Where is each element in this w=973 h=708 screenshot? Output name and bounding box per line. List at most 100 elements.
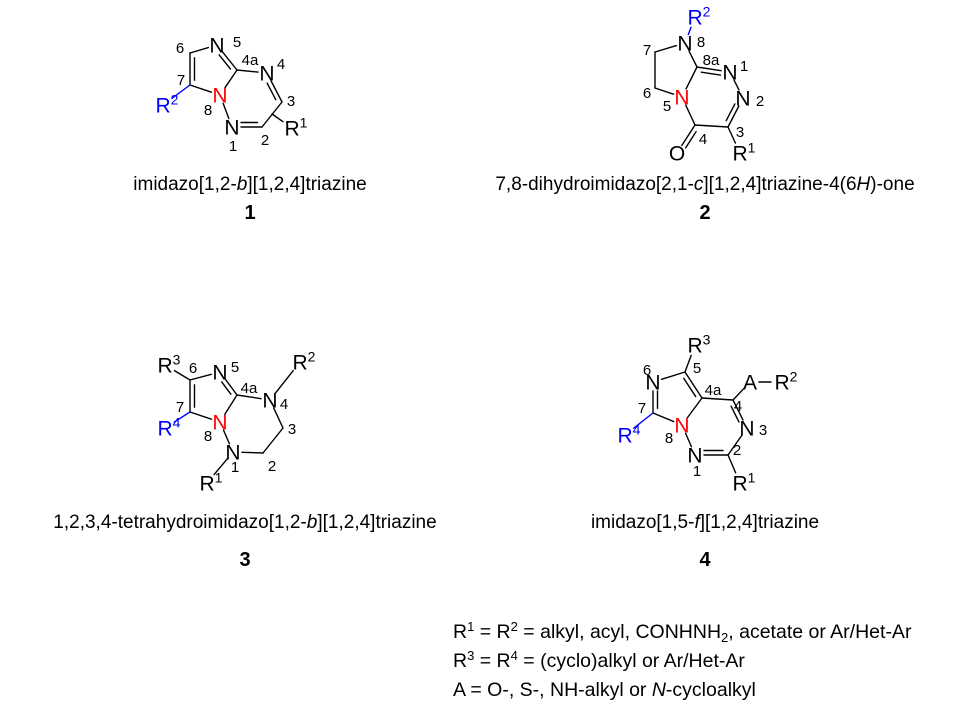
compound-name: imidazo[1,5-f][1,2,4]triazine <box>591 512 819 533</box>
double-bond-line <box>221 381 232 395</box>
bond <box>732 399 744 421</box>
double-bond-line <box>683 377 697 398</box>
bond <box>654 87 675 95</box>
atom-label: N <box>677 33 692 56</box>
bond <box>189 46 210 54</box>
bond <box>262 427 284 454</box>
atom-superscript: 1 <box>748 140 756 156</box>
legend-text: 4 <box>510 648 518 663</box>
compound-name: 1,2,3,4-tetrahydroimidazo[1,2-b][1,2,4]t… <box>53 512 436 533</box>
atom-label: N <box>212 362 227 385</box>
atom-label: N <box>225 442 240 465</box>
atom-symbol: R <box>775 372 790 395</box>
atom-label: N <box>674 415 689 438</box>
bond <box>173 369 191 381</box>
bond <box>685 104 696 126</box>
atom-label: N <box>209 35 224 58</box>
atom-superscript: 1 <box>300 115 308 131</box>
compound-name-part: ][1,2,4]triazine <box>700 512 819 533</box>
bond <box>224 394 238 416</box>
legend-text: , acetate or Ar/Het-Ar <box>728 621 912 643</box>
atom-label: R1 <box>285 115 308 141</box>
bond <box>654 44 678 53</box>
ring-locant: 4a <box>242 52 259 69</box>
ring-locant: 5 <box>663 98 671 115</box>
bond <box>222 102 230 120</box>
atom-label: N <box>687 445 702 468</box>
ring-locant: 7 <box>638 400 646 417</box>
legend-text: 3 <box>467 648 475 663</box>
bond <box>171 84 191 100</box>
atom-symbol: R <box>293 352 308 375</box>
bond <box>236 394 262 400</box>
bond <box>687 26 692 36</box>
atom-label: N <box>674 87 689 110</box>
atom-label: N <box>735 88 750 111</box>
atom-label: N <box>645 372 660 395</box>
atom-label: R4 <box>158 415 181 441</box>
atom-symbol: N <box>687 445 702 468</box>
atom-label: R2 <box>775 369 798 395</box>
bond <box>688 50 698 68</box>
double-bond-line <box>266 82 277 101</box>
atom-symbol: R <box>688 335 703 358</box>
double-bond-line <box>730 405 740 423</box>
ring-locant: 8a <box>703 52 720 69</box>
atom-superscript: 2 <box>308 349 316 365</box>
compound-name: imidazo[1,2-b][1,2,4]triazine <box>133 174 366 195</box>
ring-locant: 6 <box>189 360 197 377</box>
atom-symbol: N <box>735 88 750 111</box>
atom-superscript: 2 <box>790 369 798 385</box>
atom-label: N <box>262 390 277 413</box>
ring-locant: 6 <box>643 85 651 102</box>
atom-symbol: O <box>669 143 685 166</box>
atom-superscript: 2 <box>703 4 711 20</box>
legend-text: 2 <box>721 630 729 645</box>
compound-number: 1 <box>244 202 255 224</box>
ring-locant: 7 <box>643 42 651 59</box>
bond <box>221 51 238 71</box>
compound-name-part: imidazo[1,5- <box>591 512 695 533</box>
compound-number: 4 <box>699 549 711 571</box>
compound-name-part: ][1,2,4]triazine <box>317 512 436 533</box>
legend-text: = (cyclo)alkyl or Ar/Het-Ar <box>517 650 745 672</box>
ring-locant: 7 <box>177 72 185 89</box>
atom-symbol: N <box>674 87 689 110</box>
atom-label: R4 <box>618 422 641 448</box>
ring-locant: 2 <box>756 93 764 110</box>
atom-superscript: 1 <box>215 470 223 486</box>
atom-symbol: N <box>739 418 754 441</box>
ring-locant: 4 <box>277 56 285 73</box>
ring-locant: 8 <box>204 428 212 445</box>
atom-symbol: R <box>733 473 748 496</box>
bond <box>236 69 259 73</box>
ring-locant: 8 <box>204 102 212 119</box>
atom-symbol: N <box>225 442 240 465</box>
atom-superscript: 2 <box>171 92 179 108</box>
bond <box>727 105 740 128</box>
compound-name-part: 7,8-dihydroimidazo[2,1- <box>495 174 694 195</box>
bond <box>213 458 228 476</box>
bond <box>270 80 283 103</box>
bond <box>224 69 238 89</box>
compound-name-part: b <box>237 174 248 195</box>
ring-locant: 4 <box>280 396 288 413</box>
double-bond-line <box>218 54 232 70</box>
bond <box>271 113 284 123</box>
atom-symbol: R <box>688 7 703 30</box>
atom-superscript: 4 <box>173 415 181 431</box>
atom-label: R2 <box>688 4 711 30</box>
bond <box>241 451 264 454</box>
atom-symbol: N <box>674 415 689 438</box>
bond <box>686 397 703 419</box>
bond <box>681 124 696 147</box>
compound-number: 2 <box>699 202 710 224</box>
ring-locant: 3 <box>288 421 296 438</box>
bond <box>189 84 213 93</box>
atom-symbol: R <box>158 355 173 378</box>
compound-name-part: ][1,2,4]triazine-4(6 <box>703 174 856 195</box>
ring-locant: 2 <box>261 132 269 149</box>
ring-locant: 5 <box>231 359 239 376</box>
